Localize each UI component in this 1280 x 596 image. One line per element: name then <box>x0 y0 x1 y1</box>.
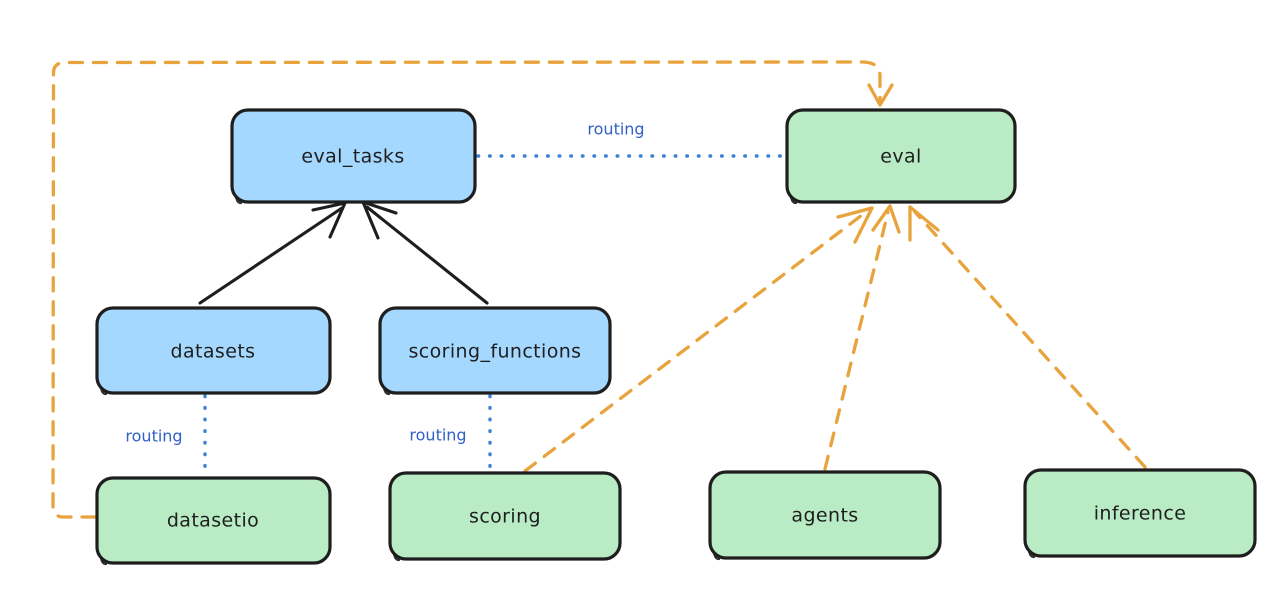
edge-agents-to-eval <box>823 204 901 471</box>
node-inference-label: inference <box>1094 503 1187 525</box>
edge-datasets-to-eval_tasks <box>198 201 347 305</box>
edge-label-routing-top: routing <box>587 120 644 139</box>
node-datasetio-label: datasetio <box>167 510 259 532</box>
node-datasets-label: datasets <box>171 341 256 363</box>
node-scoring_functions-box[interactable] <box>378 306 612 395</box>
edge-eval_tasks-to-eval: routing <box>476 120 786 158</box>
node-eval_tasks-label: eval_tasks <box>301 146 404 168</box>
node-scoring_functions-label: scoring_functions <box>409 341 582 363</box>
node-scoring_functions[interactable]: scoring_functions <box>378 306 612 396</box>
edge-scoring-to-eval <box>523 206 874 473</box>
node-scoring-box[interactable] <box>388 471 622 561</box>
edge-scoring_functions-to-eval_tasks <box>361 200 489 305</box>
node-datasets[interactable]: datasets <box>95 306 332 396</box>
node-eval-label: eval <box>880 146 921 168</box>
node-inference-box[interactable] <box>1023 468 1257 558</box>
edge-inference-to-eval <box>908 205 1147 469</box>
node-scoring[interactable]: scoring <box>388 471 622 562</box>
node-agents[interactable]: agents <box>708 470 942 561</box>
node-agents-label: agents <box>791 505 858 527</box>
node-datasetio[interactable]: datasetio <box>95 476 332 566</box>
node-datasetio-box[interactable] <box>95 476 332 565</box>
node-inference[interactable]: inference <box>1023 468 1257 559</box>
node-eval_tasks-box[interactable] <box>230 108 477 204</box>
node-datasets-box[interactable] <box>95 306 332 395</box>
node-eval_tasks[interactable]: eval_tasks <box>230 108 477 205</box>
node-eval[interactable]: eval <box>785 108 1017 205</box>
edge-datasets-to-datasetio: routing <box>125 394 207 476</box>
edge-datasetio-to-eval <box>51 60 894 519</box>
node-agents-box[interactable] <box>708 470 942 560</box>
node-eval-box[interactable] <box>785 108 1017 204</box>
edge-label-routing-datasets: routing <box>125 427 182 446</box>
edge-label-routing-scoring: routing <box>409 426 466 445</box>
edge-scoring_functions-to-scoring: routing <box>409 394 492 472</box>
node-scoring-label: scoring <box>469 506 541 528</box>
